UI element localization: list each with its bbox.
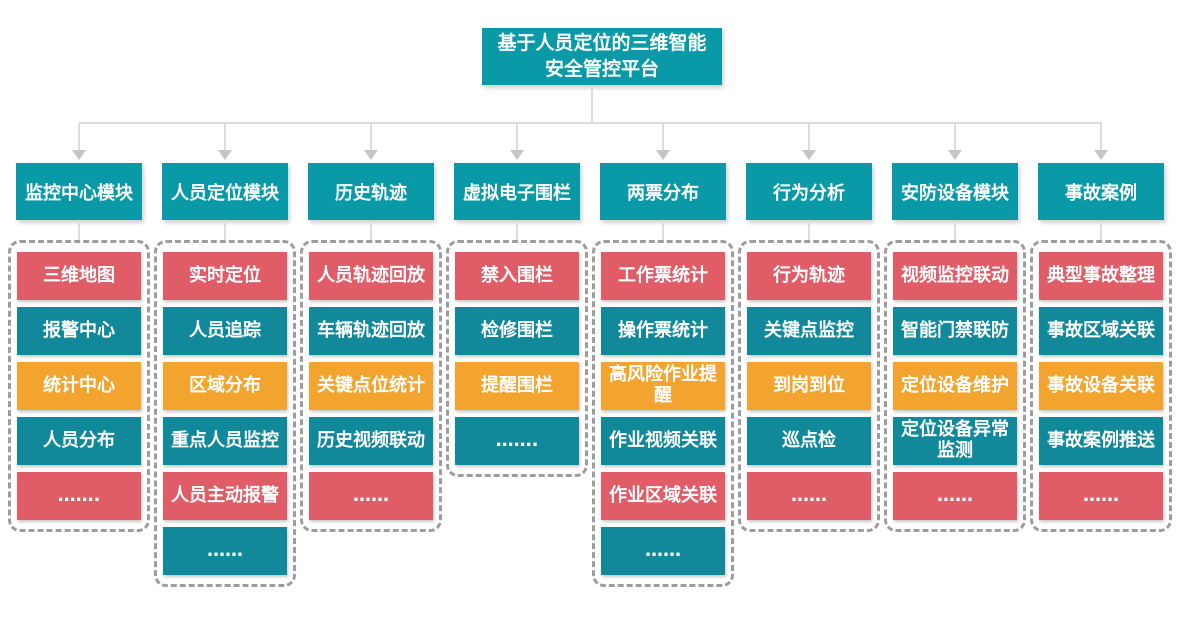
module-columns: 监控中心模块 三维地图报警中心统计中心人员分布……. 人员定位模块 实时定位人员… [8,124,1172,587]
module-item: 操作票统计 [601,307,725,355]
module-item: 检修围栏 [455,307,579,355]
module-item: 事故区域关联 [1039,307,1163,355]
arrow-down-icon [1094,150,1108,160]
connector-stub-line [224,124,226,150]
module-item-group: 行为轨迹关键点监控到岗到位巡点检 …… [738,240,880,532]
module-item: …… [309,472,433,520]
module-item: 人员主动报警 [163,472,287,520]
module-item: ……. [17,472,141,520]
module-column: 事故案例 典型事故整理事故区域关联事故设备关联事故案例推送 …… [1030,124,1172,587]
module-item: …… [1039,472,1163,520]
connector-stub-line [516,124,518,150]
module-item: 作业区域关联 [601,472,725,520]
module-column: 历史轨迹 人员轨迹回放车辆轨迹回放关键点位统计历史视频联动 …… [300,124,442,587]
module-item: 实时定位 [163,252,287,300]
arrow-down-icon [802,150,816,160]
module-item: 作业视频关联 [601,417,725,465]
module-item: 典型事故整理 [1039,252,1163,300]
connector-stub-line [370,124,372,150]
module-column: 人员定位模块 实时定位人员追踪区域分布重点人员监控人员主动报警 …… [154,124,296,587]
connector-stub-line [78,124,80,150]
module-item: 到岗到位 [747,362,871,410]
module-item: 人员追踪 [163,307,287,355]
connector-stub-line [662,124,664,150]
module-item-group: 实时定位人员追踪区域分布重点人员监控人员主动报警 …… [154,240,296,587]
connector-link-line [954,220,956,240]
module-header: 人员定位模块 [162,163,288,220]
connector-link-line [516,220,518,240]
module-header: 安防设备模块 [892,163,1018,220]
module-column: 两票分布 工作票统计操作票统计高风险作业提醒作业视频关联作业区域关联 …… [592,124,734,587]
module-item-group: 工作票统计操作票统计高风险作业提醒作业视频关联作业区域关联 …… [592,240,734,587]
module-item: 定位设备异常监测 [893,417,1017,465]
module-item: ……. [455,417,579,465]
module-item: …… [747,472,871,520]
module-item-group: 典型事故整理事故区域关联事故设备关联事故案例推送 …… [1030,240,1172,532]
module-item: 视频监控联动 [893,252,1017,300]
module-item: 三维地图 [17,252,141,300]
module-item: 统计中心 [17,362,141,410]
module-item: 工作票统计 [601,252,725,300]
connector-link-line [370,220,372,240]
module-item: 关键点位统计 [309,362,433,410]
module-column: 安防设备模块 视频监控联动智能门禁联防定位设备维护定位设备异常监测 …… [884,124,1026,587]
module-header: 监控中心模块 [16,163,142,220]
connector-link-line [78,220,80,240]
module-item: …… [163,527,287,575]
arrow-down-icon [656,150,670,160]
module-item: 报警中心 [17,307,141,355]
module-item-group: 禁入围栏检修围栏提醒围栏 ……. [446,240,588,477]
arrow-down-icon [948,150,962,160]
module-item: 禁入围栏 [455,252,579,300]
module-item: 巡点检 [747,417,871,465]
root-node: 基于人员定位的三维智能安全管控平台 [482,28,722,85]
module-item: 车辆轨迹回放 [309,307,433,355]
connector-link-line [662,220,664,240]
module-item: 重点人员监控 [163,417,287,465]
module-item: 人员分布 [17,417,141,465]
module-column: 行为分析 行为轨迹关键点监控到岗到位巡点检 …… [738,124,880,587]
module-column: 虚拟电子围栏 禁入围栏检修围栏提醒围栏 ……. [446,124,588,587]
module-item: 定位设备维护 [893,362,1017,410]
module-item: 行为轨迹 [747,252,871,300]
module-item: …… [601,527,725,575]
connector-stub-line [808,124,810,150]
arrow-down-icon [364,150,378,160]
module-header: 虚拟电子围栏 [454,163,580,220]
connector-link-line [808,220,810,240]
arrow-down-icon [510,150,524,160]
connector-link-line [224,220,226,240]
connector-stub-line [1100,124,1102,150]
connector-root-line [591,85,593,123]
module-item: 提醒围栏 [455,362,579,410]
module-header: 两票分布 [600,163,726,220]
module-column: 监控中心模块 三维地图报警中心统计中心人员分布 ……. [8,124,150,587]
module-item: 区域分布 [163,362,287,410]
module-item: 事故设备关联 [1039,362,1163,410]
module-item: 智能门禁联防 [893,307,1017,355]
arrow-down-icon [218,150,232,160]
module-header: 历史轨迹 [308,163,434,220]
connector-stub-line [954,124,956,150]
connector-horizontal-line [79,122,1102,124]
module-item-group: 人员轨迹回放车辆轨迹回放关键点位统计历史视频联动 …… [300,240,442,532]
module-item: …… [893,472,1017,520]
connector-link-line [1100,220,1102,240]
arrow-down-icon [72,150,86,160]
module-item: 人员轨迹回放 [309,252,433,300]
module-item: 历史视频联动 [309,417,433,465]
module-item: 事故案例推送 [1039,417,1163,465]
module-header: 行为分析 [746,163,872,220]
module-item-group: 三维地图报警中心统计中心人员分布 ……. [8,240,150,532]
module-item: 关键点监控 [747,307,871,355]
module-item: 高风险作业提醒 [601,362,725,410]
module-header: 事故案例 [1038,163,1164,220]
module-item-group: 视频监控联动智能门禁联防定位设备维护定位设备异常监测 …… [884,240,1026,532]
